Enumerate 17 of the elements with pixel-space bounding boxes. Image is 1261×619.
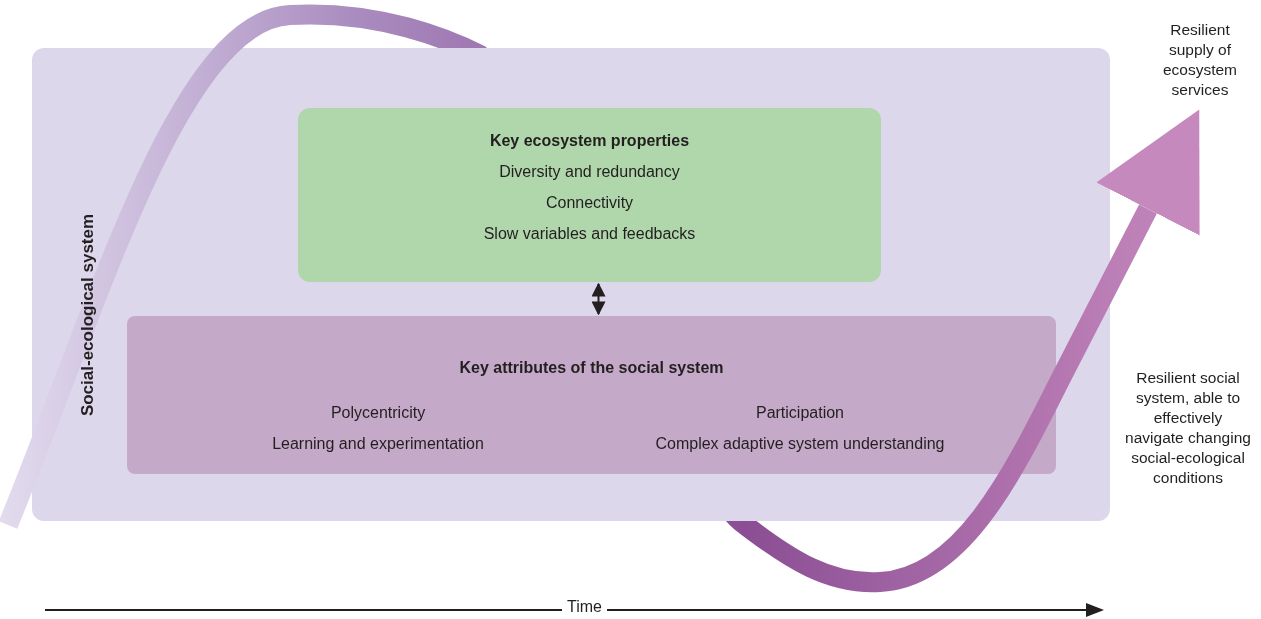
box-heading: Key ecosystem properties [489, 131, 690, 151]
outcome-text: Resilient supply of ecosystem services [1161, 20, 1239, 100]
system-panel [32, 48, 1110, 521]
attributes-box [127, 316, 1056, 474]
property-text: Connectivity [545, 193, 634, 213]
double-arrow [591, 282, 606, 316]
properties-box [298, 108, 881, 282]
box-heading: Key attributes of the social system [458, 358, 725, 378]
attribute-text: Participation [755, 403, 844, 423]
attribute-text: Complex adaptive system understanding [655, 434, 945, 454]
attribute-text: Learning and experimentation [272, 434, 484, 454]
property-text: Slow variables and feedbacks [483, 224, 696, 244]
outcome-text: Resilient social system, able to effectively navigate changing social-ecological conditions [1124, 368, 1252, 488]
attribute-text: Polycentricity [330, 403, 426, 423]
property-text: Diversity and redundancy [499, 162, 680, 182]
curved-arrow [0, 4, 1200, 592]
panel-title: Social-ecological system [78, 213, 98, 417]
